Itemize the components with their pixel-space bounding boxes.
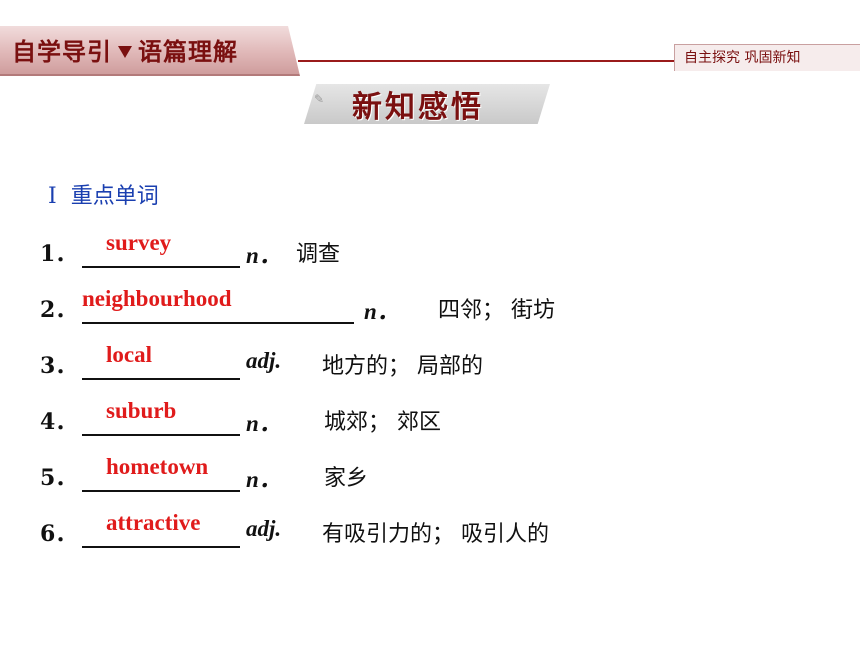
answer-blank-line xyxy=(82,266,240,268)
vocab-answer: suburb xyxy=(106,398,177,423)
section-banner-title: 新知感悟 xyxy=(352,90,484,125)
vocab-part-of-speech: adj. xyxy=(246,516,282,541)
vocab-number: 5． xyxy=(40,465,78,491)
vocab-number: 2． xyxy=(40,297,78,323)
header-title-part-b: 语篇理解 xyxy=(138,38,238,66)
vocab-part-of-speech: n． xyxy=(246,467,282,492)
section-heading: Ⅰ 重点单词 xyxy=(48,178,159,210)
vocab-meaning: 地方的； 局部的 xyxy=(322,354,483,379)
triangle-down-icon xyxy=(118,46,132,58)
header-title-part-a: 自学导引 xyxy=(12,38,112,66)
section-heading-text: 重点单词 xyxy=(70,184,159,209)
answer-blank-line xyxy=(82,434,240,436)
vocab-row: 5． hometown n． 家乡 xyxy=(40,454,840,494)
vocab-answer: survey xyxy=(106,230,172,255)
vocab-number: 4． xyxy=(40,409,78,435)
section-roman-numeral: Ⅰ xyxy=(48,184,57,209)
header-right-title: 自主探究 巩固新知 xyxy=(684,50,801,66)
vocab-row: 2． neighbourhood n． 四邻； 街坊 xyxy=(40,286,840,326)
vocab-row: 4． suburb n． 城郊； 郊区 xyxy=(40,398,840,438)
vocab-number: 6． xyxy=(40,521,78,547)
vocab-part-of-speech: n． xyxy=(246,243,282,268)
vocab-answer: neighbourhood xyxy=(82,286,232,311)
vocab-part-of-speech: adj. xyxy=(246,348,282,373)
vocab-answer: attractive xyxy=(106,510,201,535)
header-band: 自学导引语篇理解 自主探究 巩固新知 xyxy=(0,0,860,78)
vocab-meaning: 四邻； 街坊 xyxy=(438,298,555,323)
answer-blank-line xyxy=(82,490,240,492)
vocab-part-of-speech: n． xyxy=(246,411,282,436)
section-banner xyxy=(304,84,550,124)
header-left-title: 自学导引语篇理解 xyxy=(12,32,238,67)
answer-blank-line xyxy=(82,378,240,380)
answer-blank-line xyxy=(82,322,354,324)
header-divider-line xyxy=(298,60,860,62)
vocab-meaning: 调查 xyxy=(296,242,341,267)
banner-decoration-icon: ✎ xyxy=(314,92,325,106)
vocab-number: 3． xyxy=(40,353,78,379)
vocab-answer: hometown xyxy=(106,454,209,479)
vocab-answer: local xyxy=(106,342,152,367)
vocab-meaning: 家乡 xyxy=(324,466,369,491)
answer-blank-line xyxy=(82,546,240,548)
vocab-part-of-speech: n． xyxy=(364,299,400,324)
header-right-tab xyxy=(674,44,860,71)
vocab-row: 1． survey n． 调查 xyxy=(40,230,840,270)
vocab-row: 6． attractive adj. 有吸引力的； 吸引人的 xyxy=(40,510,840,550)
vocab-row: 3． local adj. 地方的； 局部的 xyxy=(40,342,840,382)
vocab-number: 1． xyxy=(40,241,78,267)
header-left-tab xyxy=(0,26,300,76)
vocab-meaning: 城郊； 郊区 xyxy=(324,410,441,435)
vocab-meaning: 有吸引力的； 吸引人的 xyxy=(322,522,549,547)
